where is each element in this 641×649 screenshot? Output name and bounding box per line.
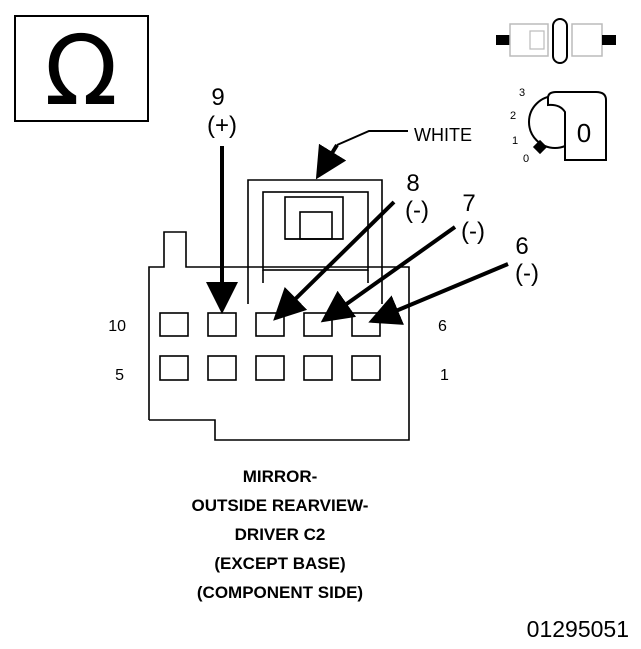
connector-caption: MIRROR- OUTSIDE REARVIEW- DRIVER C2 (EXC…	[130, 462, 430, 607]
cavity-1	[351, 355, 381, 381]
wire-color-label: WHITE	[414, 125, 472, 145]
cavity-5	[159, 355, 189, 381]
caption-line-5: (COMPONENT SIDE)	[196, 583, 364, 602]
terminal-9-polarity: (+)	[207, 112, 237, 139]
cavity-9	[207, 312, 237, 337]
ignition-key-icon: 0 3 2 1 0	[510, 87, 607, 165]
cavity-grid	[159, 312, 381, 381]
terminal-6-polarity: (-)	[515, 260, 539, 287]
cavity-4	[207, 355, 237, 381]
caption-line-4: (EXCEPT BASE)	[214, 554, 346, 573]
key-position-0: 0	[523, 153, 529, 165]
key-position-1: 1	[512, 135, 518, 147]
terminal-9-number: 9	[211, 84, 224, 111]
cavity-3	[255, 355, 285, 381]
ohm-symbol: Ω	[44, 15, 117, 127]
terminal-6-number: 6	[515, 233, 528, 260]
terminal-6-arrow	[368, 262, 509, 325]
terminal-8-number: 8	[406, 170, 419, 197]
key-position-3: 3	[519, 87, 525, 99]
row-label-1: 1	[440, 367, 449, 384]
caption-line-1: MIRROR-	[242, 467, 318, 486]
key-position-2: 2	[510, 110, 516, 122]
terminal-7-number: 7	[462, 190, 475, 217]
terminal-7-polarity: (-)	[461, 218, 485, 245]
figure-id: 01295051	[526, 616, 629, 642]
terminal-7-arrow	[320, 225, 457, 323]
row-label-5: 5	[115, 367, 124, 384]
row-label-10: 10	[108, 318, 126, 335]
connector-body	[148, 179, 410, 441]
caption-line-2: OUTSIDE REARVIEW-	[191, 496, 369, 515]
disconnected-connector-icon	[496, 18, 616, 64]
cavity-6	[351, 312, 381, 337]
cavity-10	[159, 312, 189, 337]
caption-line-3: DRIVER C2	[234, 525, 326, 544]
terminal-8-polarity: (-)	[405, 197, 429, 224]
row-label-6: 6	[438, 318, 447, 335]
ohmmeter-icon: Ω	[14, 15, 149, 127]
cavity-2	[303, 355, 333, 381]
ignition-setting: 0	[577, 118, 591, 148]
terminal-8-arrow	[273, 200, 396, 321]
